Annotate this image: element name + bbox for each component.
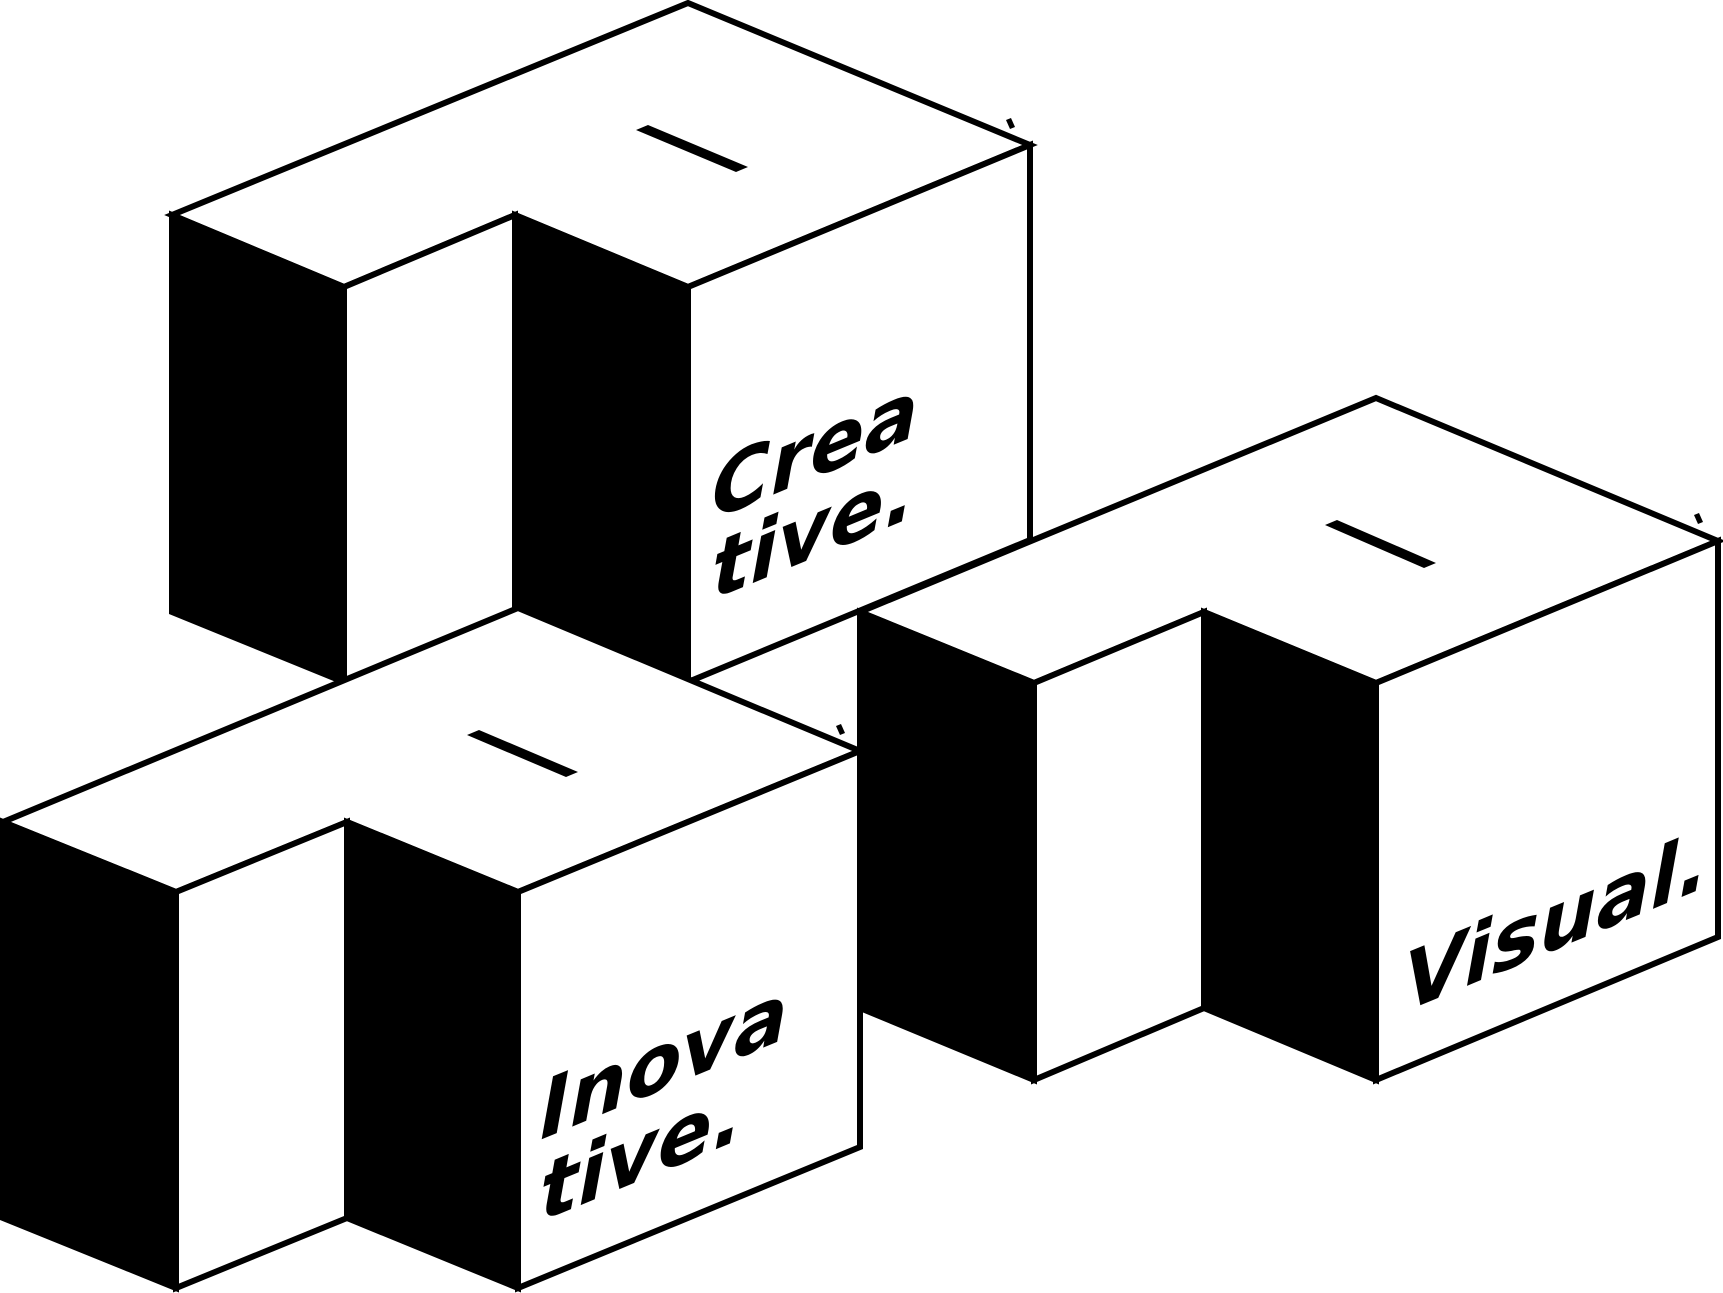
block-visual-left-dark-face	[857, 607, 1037, 1085]
block-visual-inner-white-face	[1031, 607, 1207, 1085]
block-inovative-inner-white-face	[173, 817, 350, 1293]
block-creative-middle-dark-face	[512, 210, 691, 687]
block-creative-top-dash	[636, 125, 748, 172]
block-creative: Crea tive.	[164, 0, 1038, 687]
block-creative-inner-white-face	[341, 210, 518, 687]
block-creative-left-dark-face	[169, 210, 347, 687]
block-inovative-left-dark-face	[0, 817, 179, 1293]
block-visual-middle-dark-face	[1201, 607, 1379, 1085]
block-inovative: Inova tive.	[0, 604, 868, 1293]
block-visual-top-dash	[1325, 520, 1436, 568]
block-inovative-top-dash	[467, 730, 578, 777]
block-inovative-front-face	[515, 746, 863, 1293]
block-visual: Visual.	[852, 394, 1723, 1085]
block-inovative-middle-dark-face	[344, 817, 521, 1293]
block-inovative-corner-tick	[836, 724, 845, 735]
block-visual-corner-tick	[1694, 513, 1703, 524]
block-visual-front-face	[1373, 536, 1721, 1085]
block-creative-corner-tick	[1006, 118, 1015, 129]
